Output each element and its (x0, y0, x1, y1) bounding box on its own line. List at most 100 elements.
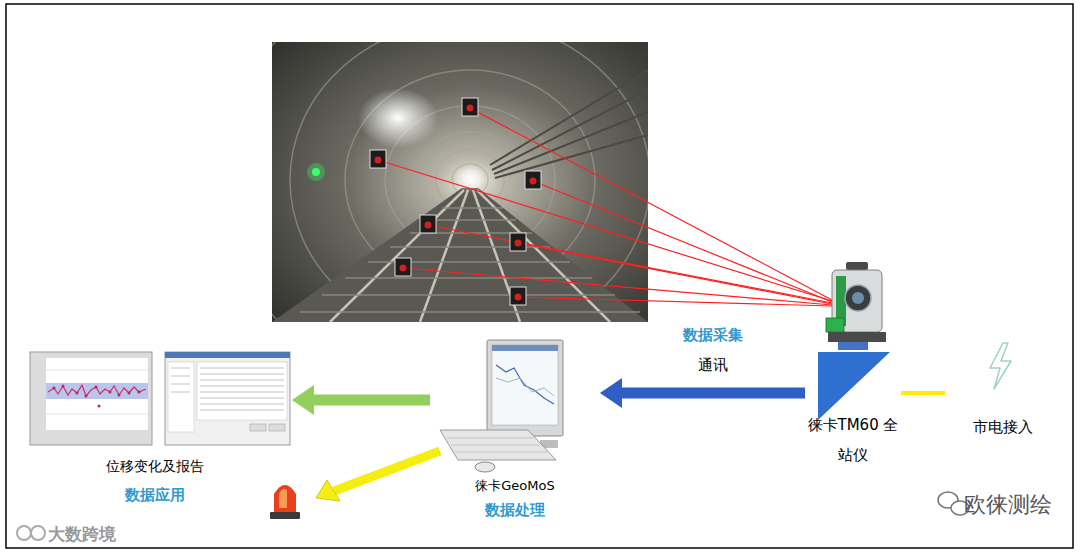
tunnel-photo (272, 188, 648, 322)
total-station-icon (818, 352, 890, 420)
sight-lines (470, 108, 832, 300)
table-screenshot (200, 404, 284, 405)
tunnel-photo (345, 277, 592, 279)
output-label: 位移变化及报告 (106, 452, 204, 480)
watermark: 大数跨境 (48, 523, 116, 546)
application-node: 位移变化及报告数据应用 (18, 345, 292, 512)
tunnel-photo (490, 70, 648, 165)
prism-targets (420, 215, 436, 233)
computer-icon (451, 445, 540, 446)
sight-lines (378, 160, 832, 301)
computer-icon (440, 340, 563, 472)
prism-targets (395, 258, 411, 276)
computer-icon (492, 345, 558, 425)
alarm-arrow (316, 480, 340, 501)
tunnel-photo (300, 208, 640, 312)
watermark-logo (17, 526, 31, 540)
sight-lines (428, 225, 832, 303)
computer-icon (492, 345, 558, 351)
chart-screenshot (118, 394, 121, 397)
table-screenshot (171, 384, 190, 385)
alarm-arrow (334, 451, 440, 491)
tunnel-photo (272, 42, 648, 322)
prism-targets (370, 150, 386, 168)
prism-targets (510, 287, 526, 305)
computer-icon (447, 438, 547, 452)
table-screenshot (171, 392, 190, 393)
tunnel-photo (442, 207, 503, 209)
alarm-beacon (279, 489, 287, 508)
tunnel-photo (420, 190, 468, 322)
device-name: 徕卡TM60 全站仪 (805, 410, 901, 470)
table-screenshot (200, 410, 284, 411)
arrow-shaft (901, 391, 945, 395)
processing-node: 徕卡GeoMoS数据处理 (430, 335, 600, 525)
tunnel-photo (307, 163, 325, 181)
tunnel-photo (494, 112, 648, 174)
chart-screenshot (46, 383, 148, 399)
arrow-shaft (312, 395, 430, 406)
power-label: 市电接入 (973, 415, 1033, 439)
sight-lines (518, 243, 832, 304)
sight-lines (403, 268, 832, 305)
table-screenshot (165, 352, 290, 358)
computer-icon (496, 365, 554, 404)
table-screenshot (200, 380, 284, 381)
computer-icon (487, 340, 563, 436)
chart-screenshot (53, 385, 141, 408)
table-screenshot (200, 398, 284, 399)
tunnel-photo (322, 294, 615, 296)
tunnel-photo (490, 70, 648, 178)
table-screenshot (200, 368, 284, 369)
total-station-icon (826, 318, 844, 332)
prism-targets (462, 98, 478, 116)
stage-title: 数据应用 (125, 480, 185, 510)
alarm-beacon (270, 485, 300, 519)
tunnel-photo (454, 164, 486, 192)
power-node: 市电接入 (945, 340, 1060, 441)
arrow-head (292, 385, 314, 415)
total-station-node: 徕卡TM60 全站仪 (805, 258, 901, 472)
arrow-head (600, 378, 622, 408)
table-screenshot (171, 376, 190, 377)
computer-icon (455, 452, 547, 453)
prism-targets (425, 222, 432, 229)
computer-icon (496, 378, 554, 396)
data-transfer-arrow (600, 378, 805, 408)
alarm-beacon (274, 485, 296, 512)
frame-border (6, 4, 1073, 548)
computer-icon (440, 430, 556, 460)
prism-targets (510, 233, 526, 251)
tunnel-photo (358, 88, 438, 148)
table-screenshot (168, 362, 194, 432)
table-screenshot (165, 352, 290, 445)
tunnel-photo (492, 90, 648, 170)
tunnel-photo (272, 42, 648, 322)
total-station-icon (852, 292, 864, 304)
table-screenshot (269, 424, 285, 431)
power-cable (901, 393, 945, 394)
table-screenshot (165, 352, 290, 445)
tunnel-photo (330, 190, 610, 322)
chart-screenshot (98, 405, 101, 408)
stage-title: 数据处理 (485, 497, 545, 523)
tunnel-photo (452, 164, 488, 196)
chart-screenshot (109, 391, 112, 394)
tunnel-photo (272, 42, 648, 322)
total-station-icon (818, 262, 890, 420)
chart-screenshot (62, 385, 65, 388)
tunnel-photo (495, 135, 648, 178)
computer-icon (447, 438, 533, 439)
prism-targets (515, 240, 522, 247)
total-station-icon (838, 342, 868, 350)
tunnel-photo (300, 311, 640, 313)
result-arrow (292, 385, 430, 415)
prism-targets (462, 98, 478, 116)
sight-lines (518, 297, 832, 306)
table-screenshot (200, 374, 284, 375)
prism-targets (530, 178, 537, 185)
chart-screenshot (46, 358, 148, 430)
prism-targets (370, 150, 386, 168)
chart-screenshot (53, 387, 56, 390)
